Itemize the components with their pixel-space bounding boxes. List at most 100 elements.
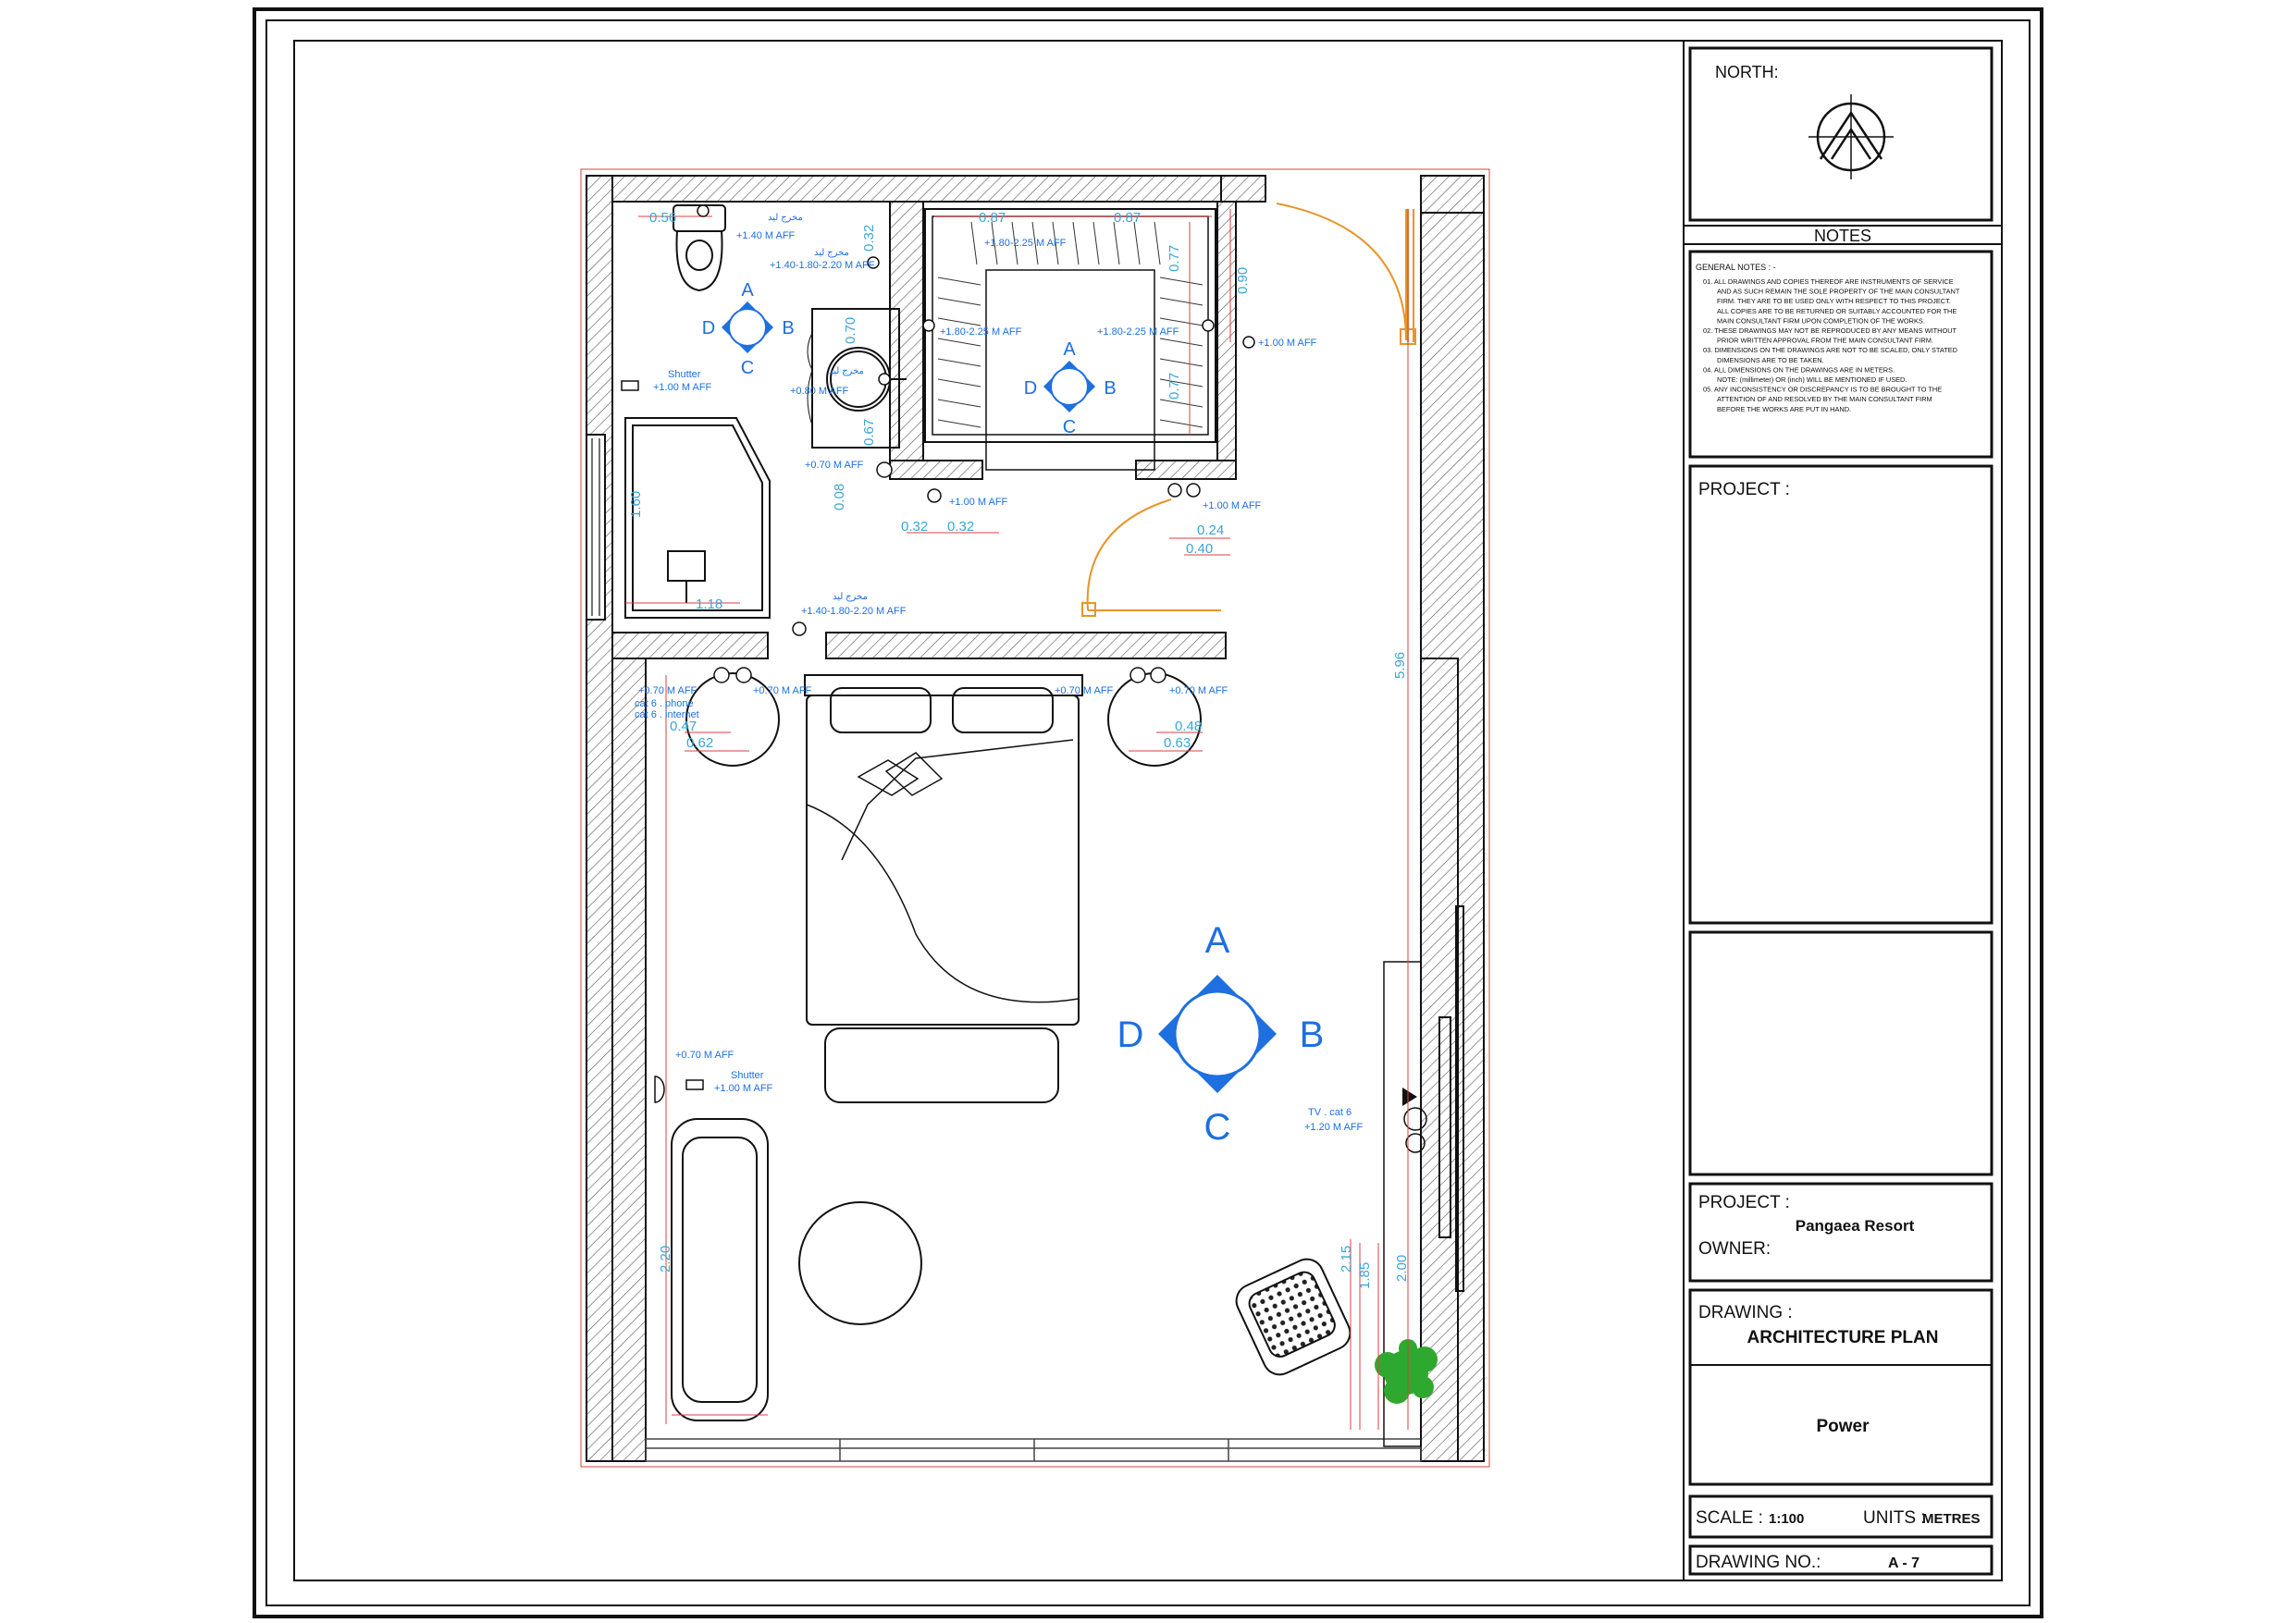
drawing-no-value: A - 7 — [1888, 1555, 1920, 1571]
note-arabic-4: مخرج ليد — [833, 592, 868, 602]
dim-063: 0.63 — [1164, 735, 1191, 751]
compass-bath-a: A — [741, 280, 754, 301]
dim-160: 1.60 — [628, 491, 644, 518]
aff-annotations: مخرج ليد +1.40 M AFF مخرج ليد +1.40-1.80… — [635, 213, 1364, 1133]
hanger-line — [1072, 221, 1080, 265]
hanger-line — [1113, 221, 1120, 265]
general-note-line: 05. ANY INCONSISTENCY OR DISCREPANCY IS … — [1703, 386, 1942, 394]
dim-047: 0.47 — [670, 719, 697, 734]
dim-056: 0.56 — [649, 210, 676, 226]
hanger-line — [1052, 221, 1059, 265]
general-note-line: BEFORE THE WORKS ARE PUT IN HAND. — [1717, 405, 1851, 413]
general-note-line: ATTENTION OF AND RESOLVED BY THE MAIN CO… — [1717, 395, 1932, 403]
tv-symbol-icon — [1402, 1088, 1417, 1106]
compass-closet-a: A — [1063, 339, 1076, 360]
window-bottom — [645, 1438, 1422, 1462]
hanger-line — [937, 338, 981, 347]
window-bath — [591, 438, 600, 616]
project-label: PROJECT : — [1698, 1193, 1790, 1212]
compass-closet-c: C — [1063, 417, 1076, 437]
dim-024: 0.24 — [1197, 523, 1224, 538]
general-note-line: AND AS SUCH REMAIN THE SOLE PROPERTY OF … — [1717, 288, 1960, 296]
hanger-line — [937, 419, 981, 428]
note-outlet-080: +0.80 M AFF — [790, 386, 849, 397]
compass-bath-d: D — [702, 318, 715, 338]
hanger-line — [937, 378, 981, 387]
note-switch-100-lobby: +1.00 M AFF — [1203, 500, 1262, 511]
hanger-line — [937, 297, 981, 306]
note-cat6-internet: cat 6 . internet — [635, 709, 699, 720]
hanger-line — [1133, 221, 1141, 265]
scale-label: SCALE : — [1696, 1508, 1763, 1528]
hanger-line — [1031, 221, 1039, 265]
note-shutter-top: Shutter — [668, 369, 701, 380]
bathroom — [624, 204, 907, 619]
compass-closet-d: D — [1024, 378, 1037, 399]
hanger-line — [1159, 338, 1204, 347]
compass-letters: A B C D A B C D A B C D — [702, 280, 1325, 1148]
general-note-line: NOTE: (millimeter) OR (inch) WILL BE MEN… — [1717, 375, 1907, 384]
general-note-line: 01. ALL DRAWINGS AND COPIES THEREOF ARE … — [1703, 277, 1954, 286]
dim-040: 0.40 — [1186, 541, 1213, 557]
compass-bath-b: B — [782, 318, 794, 338]
entrance-door-jamb — [1407, 209, 1414, 342]
general-notes-title: GENERAL NOTES : - — [1696, 263, 1776, 272]
hanger-line — [937, 358, 981, 367]
note-closet-left: +1.80-2.25 M AFF — [940, 326, 1022, 338]
drawing-label: DRAWING : — [1698, 1303, 1793, 1322]
note-bed-right-070a: +0.70 M AFF — [1055, 685, 1114, 696]
note-bed-left-070: +0.70 M AFF — [638, 685, 697, 696]
compass-large-a: A — [1205, 920, 1230, 961]
tv-outlet-icon — [1403, 1107, 1427, 1131]
hanger-line — [970, 221, 978, 265]
hanger-line — [937, 317, 981, 326]
dim-008: 0.08 — [832, 484, 847, 510]
note-arabic-1: مخرج ليد — [768, 213, 803, 223]
compass-marker-large — [1158, 975, 1277, 1093]
dimension-labels: 0.56 0.32 0.70 0.67 0.08 0.32 0.32 1.60 … — [628, 210, 1410, 1289]
units-value: METRES — [1922, 1511, 1981, 1527]
note-range-top: +1.40-1.80-2.20 M AFF — [770, 260, 875, 271]
compass-closet-b: B — [1104, 378, 1116, 399]
dim-087-a: 0.87 — [979, 210, 1006, 226]
hanger-line — [1011, 221, 1018, 265]
dim-032-top: 0.32 — [861, 225, 877, 252]
north-arrow-icon — [1808, 94, 1894, 179]
bedroom — [671, 672, 1464, 1447]
general-notes: 01. ALL DRAWINGS AND COPIES THEREOF ARE … — [1703, 277, 1960, 413]
note-outlet-140: +1.40 M AFF — [736, 230, 796, 241]
dim-067: 0.67 — [861, 419, 877, 446]
note-closet-right: +1.80-2.25 M AFF — [1097, 326, 1179, 338]
compass-bath-c: C — [741, 358, 754, 378]
project-name: Pangaea Resort — [1796, 1217, 1915, 1235]
dim-077-b: 0.77 — [1167, 373, 1182, 400]
note-tv-cat6: TV . cat 6 — [1308, 1107, 1352, 1118]
note-arabic-3: مخرج ليد — [829, 366, 864, 376]
dim-090: 0.90 — [1235, 267, 1251, 294]
title-block — [1683, 41, 2002, 1580]
note-shutter-bottom-aff: +1.00 M AFF — [714, 1083, 773, 1094]
drawing-no-label: DRAWING NO.: — [1696, 1553, 1821, 1572]
general-note-line: DIMENSIONS ARE TO BE TAKEN. — [1717, 356, 1824, 364]
note-sofa-070: +0.70 M AFF — [675, 1050, 734, 1061]
north-label: NORTH: — [1715, 63, 1779, 81]
compass-large-c: C — [1204, 1107, 1231, 1148]
dim-077-a: 0.77 — [1167, 245, 1182, 272]
hanger-line — [937, 399, 981, 408]
hanger-line — [991, 221, 998, 265]
corridor-doors — [1081, 203, 1416, 617]
hanger-line — [1092, 221, 1100, 265]
dim-048: 0.48 — [1175, 719, 1202, 734]
floor-plan: A B C D A B C D A B C D مخرج ليد +1.40 M… — [580, 168, 1490, 1468]
dim-185: 1.85 — [1357, 1262, 1373, 1289]
note-shutter-top-aff: +1.00 M AFF — [653, 382, 712, 393]
compass-marker-closet — [1043, 361, 1095, 412]
note-tv-aff: +1.20 M AFF — [1304, 1122, 1364, 1133]
project-label-top: PROJECT : — [1698, 480, 1790, 499]
dim-118: 1.18 — [696, 596, 722, 612]
dim-215: 2.15 — [1339, 1246, 1354, 1273]
dim-220: 2.20 — [658, 1246, 673, 1273]
owner-label: OWNER: — [1698, 1239, 1771, 1259]
dim-032-b: 0.32 — [947, 519, 974, 535]
